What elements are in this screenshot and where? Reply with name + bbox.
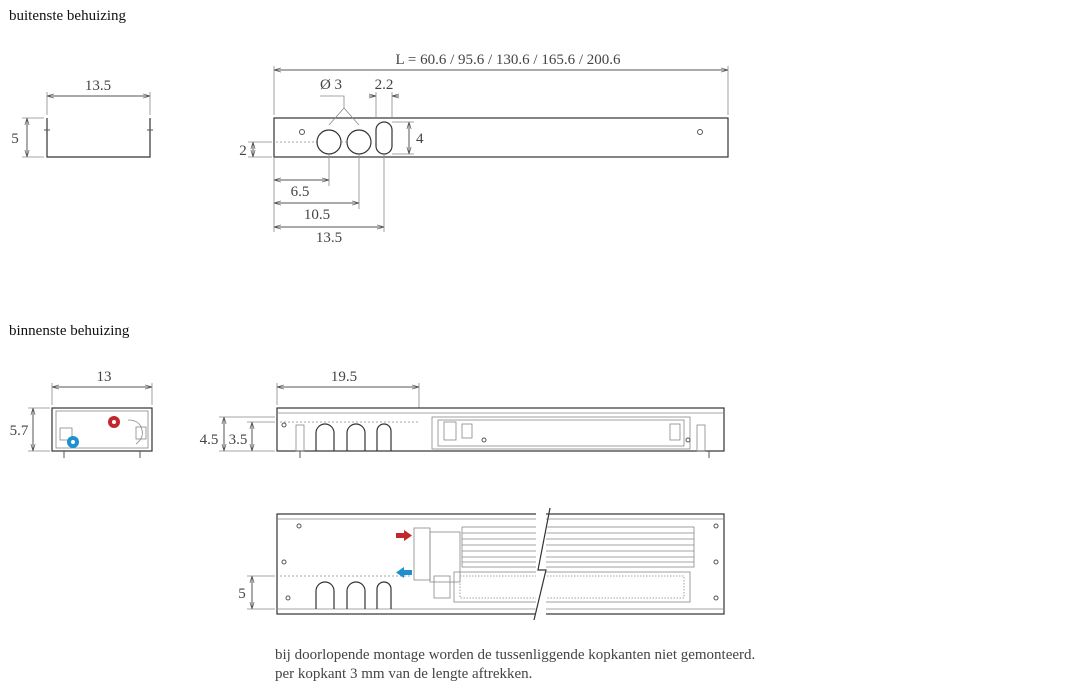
heat-exchanger (461, 526, 695, 568)
pipe-hole-1 (316, 129, 342, 155)
inner-top-view: 5 (238, 507, 725, 621)
fan-unit (453, 571, 691, 603)
inner-side-view: 19.5 4.5 3.5 (200, 369, 725, 458)
return-arrow-icon (396, 567, 412, 578)
inner-width-label: 13 (97, 369, 112, 385)
outer-housing-side (273, 117, 729, 158)
note-line-2: per kopkant 3 mm van de lengte aftrekken… (275, 666, 533, 682)
pipe-hole-2 (346, 129, 372, 155)
length-label: L = 60.6 / 95.6 / 130.6 / 165.6 / 200.6 (396, 52, 621, 68)
side-length-label: 19.5 (331, 369, 357, 385)
outer-profile (46, 118, 151, 158)
top-height-label: 5 (238, 586, 246, 602)
slot-height-label: 4 (416, 131, 424, 147)
dim-13-5-label: 13.5 (316, 230, 342, 246)
cable-slot (375, 121, 393, 155)
note-line-1: bij doorlopende montage worden de tussen… (275, 647, 756, 663)
inner-profile (51, 407, 153, 452)
mounting-hole (697, 129, 703, 135)
outer-side-view: L = 60.6 / 95.6 / 130.6 / 165.6 / 200.6 … (239, 52, 729, 246)
inner-height-label: 5.7 (10, 423, 29, 439)
diameter-label: Ø 3 (320, 77, 342, 93)
dim-6-5-label: 6.5 (291, 184, 310, 200)
outer-cross-section: 13.5 5 (11, 78, 153, 158)
side-height-inner-label: 3.5 (229, 432, 248, 448)
offset-label: 2 (239, 143, 247, 159)
inner-housing-top (276, 513, 725, 615)
fins (462, 532, 694, 563)
supply-arrow-icon (396, 530, 412, 541)
mounting-hole (299, 129, 305, 135)
inner-cross-section: 13 5.7 (10, 369, 153, 458)
outer-housing-title: buitenste behuizing (9, 8, 127, 24)
side-height-outer-label: 4.5 (200, 432, 219, 448)
outer-width-label: 13.5 (85, 78, 111, 94)
slot-width-label: 2.2 (375, 77, 394, 93)
dim-10-5-label: 10.5 (304, 207, 330, 223)
inner-housing-title: binnenste behuizing (9, 323, 130, 339)
inner-housing-side (276, 407, 725, 452)
outer-height-label: 5 (11, 131, 19, 147)
